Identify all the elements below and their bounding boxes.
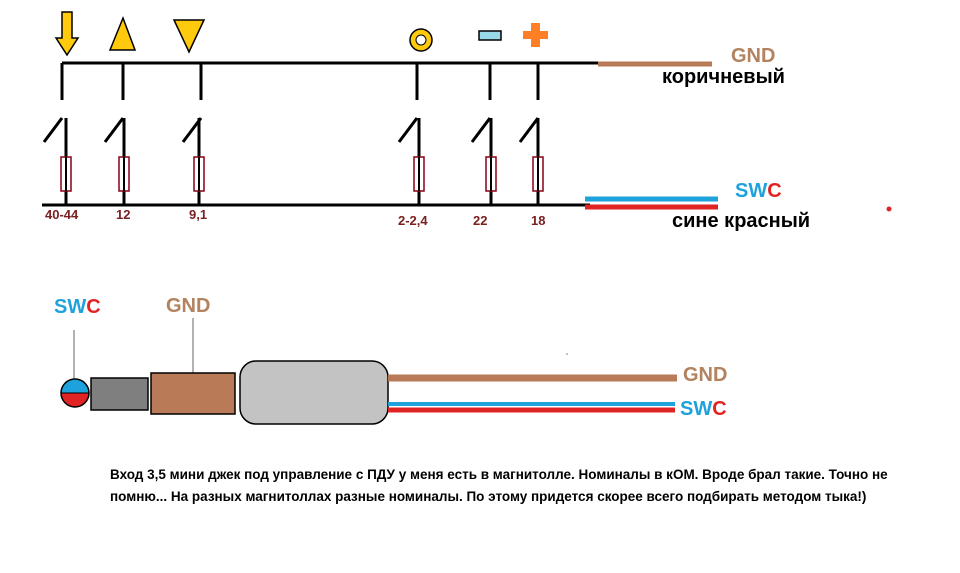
button-branches [42,63,544,205]
swc-label: SWC [735,180,782,203]
resistor-label-2: 12 [116,207,131,222]
jack-gnd-wire-label: GND [683,364,728,386]
stray-speck [566,353,568,355]
jack-body [239,360,389,425]
resistor-label-4: 2-2,4 [398,213,428,228]
plus-icon [523,23,548,47]
stray-dot [886,206,892,212]
resistor-label-6: 18 [531,213,546,228]
jack-sleeve-label: GND [166,295,211,317]
jack-tip-label-c: C [86,296,101,318]
jack-ring [90,377,149,411]
swc-label-sw: SW [735,180,768,202]
arrow-down-icon [54,11,80,57]
switch-blade-1 [42,117,64,143]
triangle-up-icon [108,15,137,51]
resistor-label-5: 22 [473,213,488,228]
circle-icon [409,28,433,52]
brown-color-label: коричневый [662,66,785,88]
minus-icon [478,30,502,41]
blue-red-color-label: сине красный [672,210,811,232]
gnd-label: GND [731,45,776,67]
jack-swc-wire-label-sw: SW [680,398,713,420]
note-text: Вход 3,5 мини джек под управление с ПДУ … [110,467,888,504]
switch-blade-2 [103,117,125,143]
jack-tip-label-sw: SW [54,296,87,318]
jack-sleeve [150,372,236,415]
swc-label-c: C [767,180,782,202]
jack-tip-label: SWC [54,296,101,319]
jack-tip [60,378,90,408]
resistor-label-1: 40-44 [45,207,79,222]
jack-swc-wire-label-c: C [712,398,727,420]
jack-swc-wire-label: SWC [680,398,727,421]
resistor-label-3: 9,1 [189,207,208,222]
switch-blade-4 [397,117,419,143]
switch-blade-5 [470,117,492,143]
switch-blade-6 [518,117,540,143]
triangle-down-icon [172,19,206,54]
